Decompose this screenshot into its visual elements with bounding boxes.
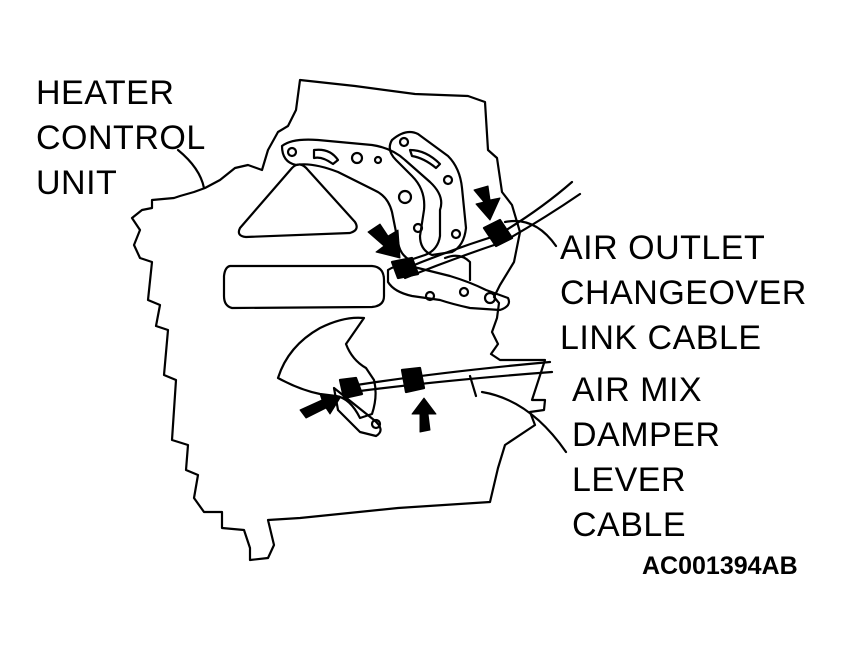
arrow-upper-left <box>367 223 401 259</box>
arrow-air-mix-right <box>411 397 437 433</box>
air-mix-cable-lower <box>350 370 554 394</box>
air-mix-damper-lever-cable-label: AIR MIX DAMPER LEVER CABLE <box>572 371 721 544</box>
air-mix-damper-sector <box>276 316 377 420</box>
leader-air-outlet <box>503 219 558 248</box>
leader-heater-unit <box>176 148 206 190</box>
leader-air-mix <box>480 390 568 454</box>
rectangular-vent <box>222 264 386 310</box>
cable-clamp-upper <box>482 218 514 248</box>
figure-code: AC001394AB <box>642 552 798 580</box>
upper-link-plate <box>280 138 443 262</box>
air-outlet-changeover-link-cable-label: AIR OUTLET CHANGEOVER LINK CABLE <box>560 229 807 357</box>
heater-control-unit-label: HEATER CONTROL UNIT <box>36 74 206 202</box>
lower-linkage <box>386 264 511 312</box>
triangular-vent <box>237 163 358 239</box>
air-mix-cable-upper <box>348 360 552 388</box>
arrow-air-mix-left <box>299 393 341 419</box>
arrow-upper-right <box>473 185 501 221</box>
